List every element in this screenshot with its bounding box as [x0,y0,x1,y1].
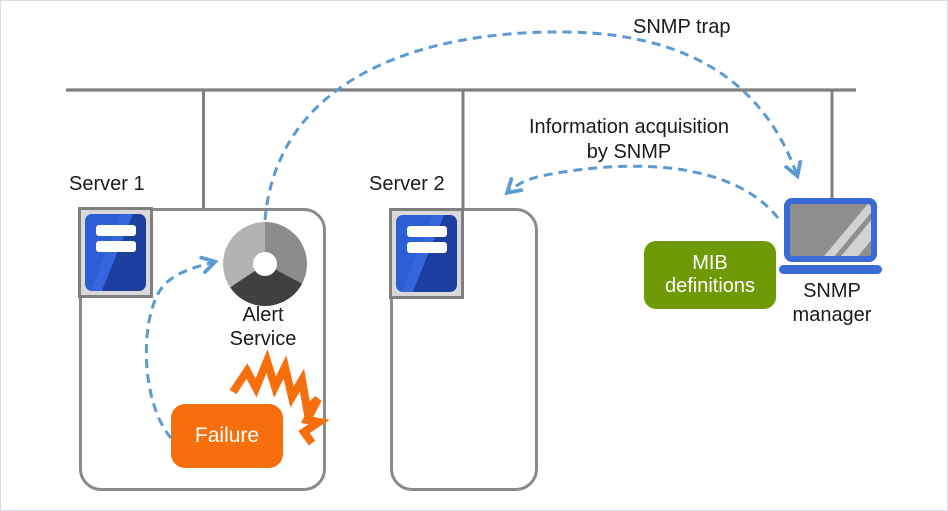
mib-label-line1: MIB [692,252,728,274]
snmp-manager-label: SNMP manager [772,279,892,327]
alert-service-label: Alert Service [203,303,323,351]
snmp-manager-label-line2: manager [792,304,872,326]
service-donut-hole [253,252,277,276]
info-acquisition-label: Information acquisition by SNMP [499,115,759,165]
server-slot [96,241,136,252]
failure-label: Failure [194,424,260,447]
server-tower-body [85,214,146,291]
service-donut-icon [223,222,307,306]
laptop-icon [784,198,877,262]
alert-service-label-line1: Alert [242,304,284,326]
laptop-base [779,265,882,274]
mib-label-line2: definitions [664,275,756,297]
server-tower-icon [389,208,464,299]
server1-label: Server 1 [69,173,145,195]
snmp-trap-label: SNMP trap [633,16,731,38]
server-slot [96,225,136,236]
snmp-manager-label-line1: SNMP [803,280,861,302]
mib-definitions-badge: MIB definitions [644,241,776,309]
server-slot [407,226,447,237]
alert-service-label-line2: Service [229,328,297,350]
server-tower-icon [78,207,153,298]
info-acquisition-label-line1: Information acquisition [528,116,730,138]
server-tower-body [396,215,457,292]
info-acquisition-arrow [504,164,780,219]
server2-label: Server 2 [369,173,445,195]
failure-badge: Failure [171,404,283,468]
server-slot [407,242,447,253]
info-acquisition-label-line2: by SNMP [586,141,672,163]
